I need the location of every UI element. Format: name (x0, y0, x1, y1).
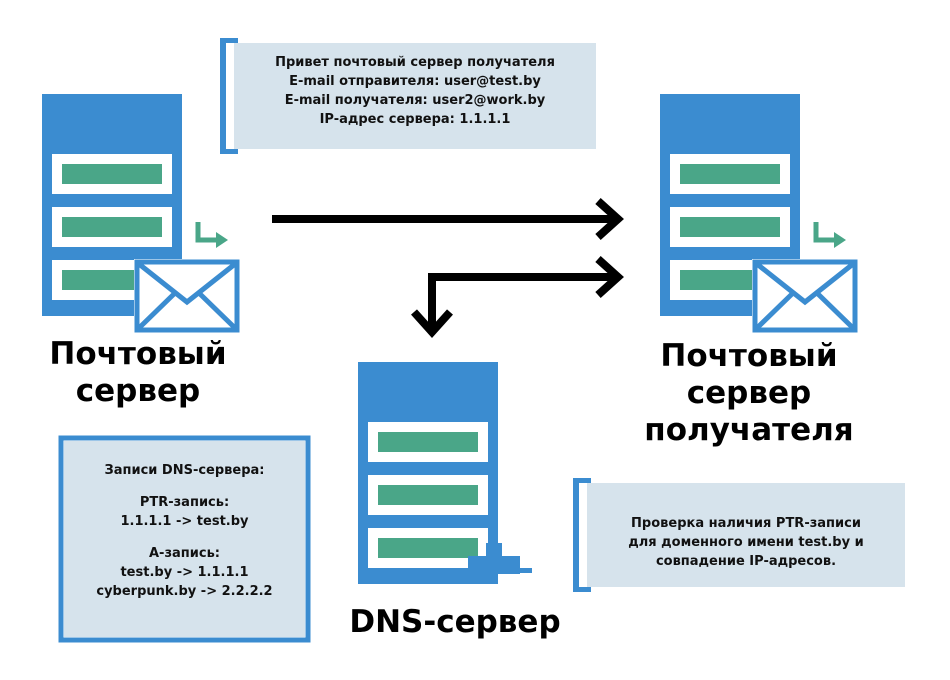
dns-records-note-frame (58, 435, 311, 643)
check-note-accent (573, 478, 579, 592)
check-note-line: Проверка наличия PTR-записи (631, 516, 861, 531)
a-record: test.by -> 1.1.1.1 (120, 565, 249, 580)
hello-note-line: Привет почтовый сервер получателя (275, 55, 555, 70)
hello-note-accent (220, 38, 226, 154)
sender-envelope-icon (134, 259, 240, 333)
hello-note-line: IP-адрес сервера: 1.1.1.1 (319, 112, 511, 127)
dns-records-note: Записи DNS-сервера: PTR-запись: 1.1.1.1 … (64, 441, 305, 637)
check-note-line: совпадение IP-адресов. (655, 554, 837, 569)
ptr-record-title: PTR-запись: (139, 495, 230, 510)
recipient-envelope-icon (752, 259, 858, 333)
recipient-return-arrow-icon (816, 222, 846, 248)
hello-note-line: E-mail отправителя: user@test.by (289, 74, 541, 89)
sender-server-label: Почтовый сервер (49, 336, 227, 409)
dns-records-title: Записи DNS-сервера: (104, 463, 265, 478)
sender-return-arrow-icon (198, 222, 228, 248)
hello-note: Привет почтовый сервер получателя E-mail… (234, 43, 596, 149)
dns-server-icon (358, 362, 498, 584)
network-icon (456, 543, 532, 574)
recipient-server-label: Почтовый сервер получателя (644, 338, 854, 448)
dns-server-label: DNS-сервер (349, 604, 561, 640)
ptr-record: 1.1.1.1 -> test.by (120, 514, 249, 529)
check-note-line: для доменного имени test.by и (628, 535, 864, 550)
lookup-arrow-icon (411, 256, 624, 338)
a-record-title: A-запись: (149, 546, 220, 561)
hello-note-line: E-mail получателя: user2@work.by (284, 93, 546, 108)
a-record: cyberpunk.by -> 2.2.2.2 (96, 584, 273, 599)
send-arrow-icon (272, 198, 624, 240)
check-note: Проверка наличия PTR-записи для доменног… (587, 483, 905, 587)
